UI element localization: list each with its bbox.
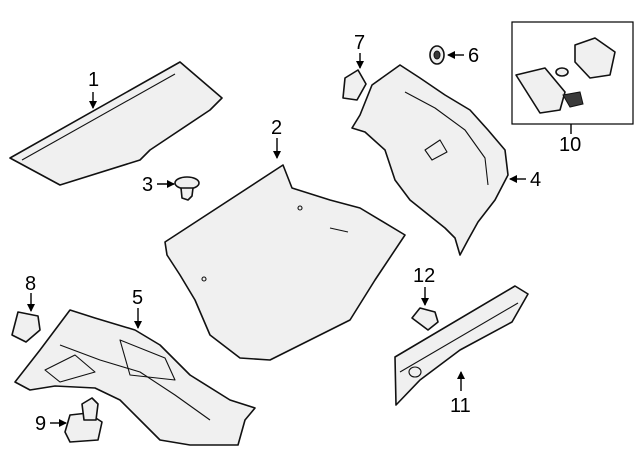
callout-4: 4 [530, 169, 541, 191]
leader-lines [27, 51, 572, 427]
part-12-clip [411, 307, 439, 331]
callout-numbers: 1 2 3 4 5 6 7 8 9 10 11 12 [25, 32, 581, 435]
callout-8: 8 [25, 273, 36, 295]
callout-7: 7 [354, 32, 365, 54]
callout-5: 5 [132, 287, 143, 309]
callout-2: 2 [271, 117, 282, 139]
part-11-sill-plate [394, 285, 529, 406]
callout-6: 6 [468, 45, 479, 67]
part-1-parcel-shelf [9, 61, 223, 186]
part-5-quarter-inner-panel [14, 309, 256, 446]
part-4-side-trim-panel [351, 64, 509, 256]
callout-11: 11 [450, 395, 471, 417]
callout-10: 10 [559, 134, 581, 156]
part-7-bracket [342, 69, 367, 101]
part-3-clip [174, 176, 200, 201]
part-8-bracket [11, 311, 41, 343]
part-9-bracket [64, 397, 103, 443]
callout-3: 3 [142, 174, 153, 196]
part-10-inset [511, 21, 634, 125]
callout-9: 9 [35, 413, 46, 435]
callout-12: 12 [413, 265, 435, 287]
part-6-grommet [429, 45, 445, 65]
part-2-trunk-mat [164, 164, 406, 361]
callout-1: 1 [88, 69, 99, 91]
